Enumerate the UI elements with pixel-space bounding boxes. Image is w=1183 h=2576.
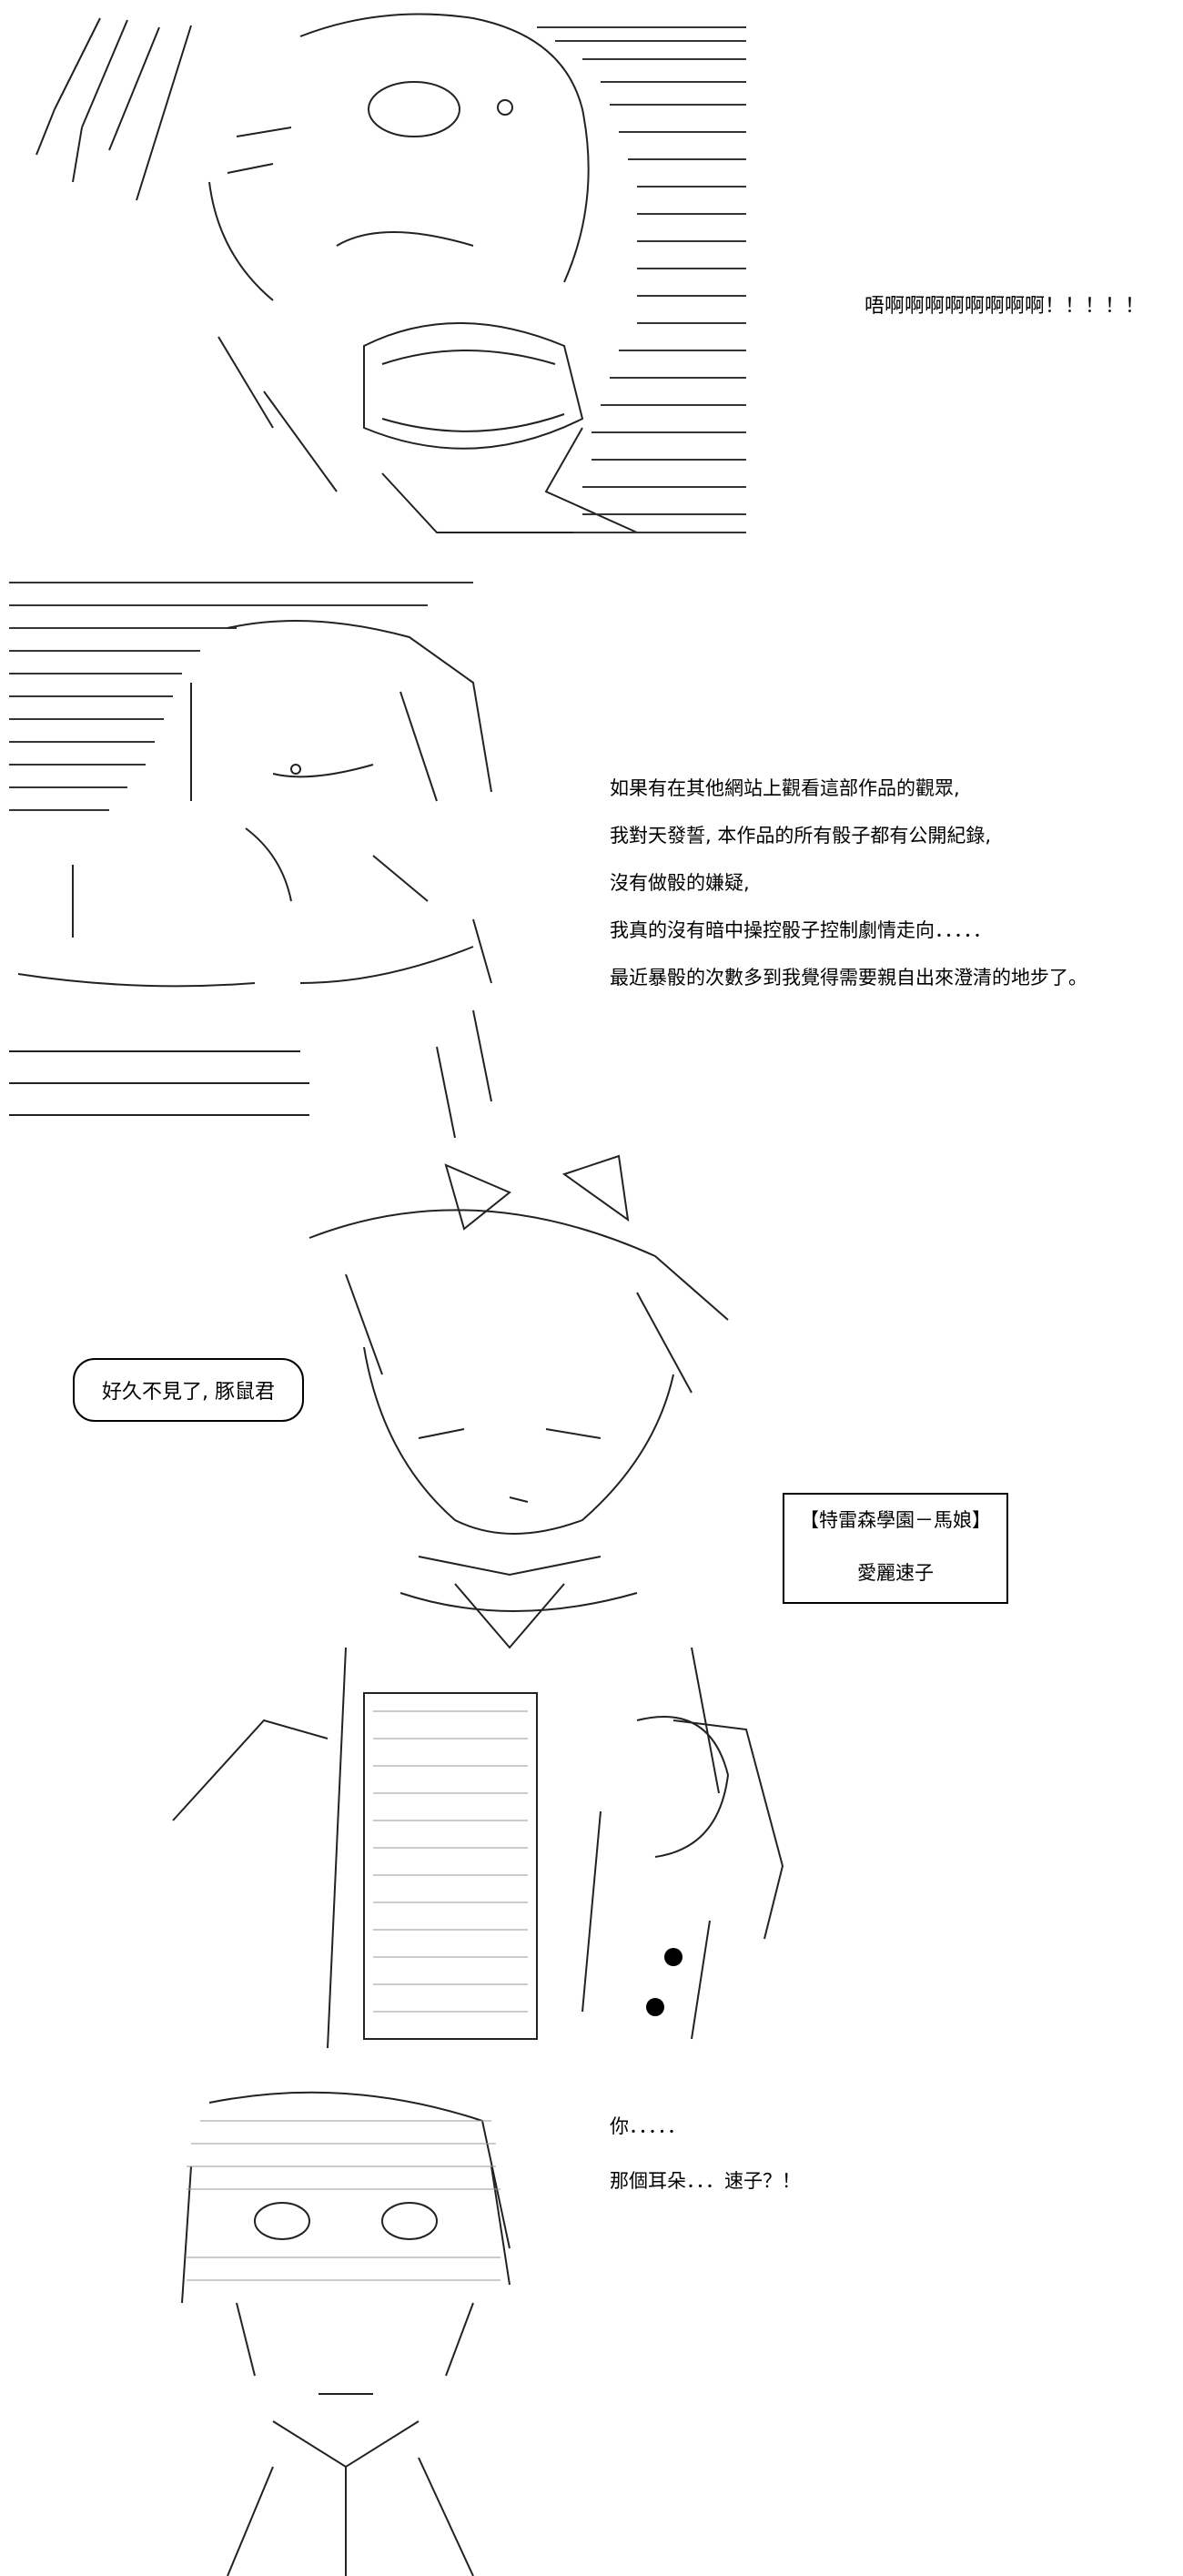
ascii-art-hair-portrait (9, 582, 492, 1138)
panel-character-intro: 好久不見了, 豚鼠君 【特雷森學園－馬娘】 愛麗速子 (0, 1138, 1183, 2066)
narration-line: 我真的沒有暗中操控骰子控制劇情走向．．．．． (610, 919, 992, 941)
narration-line: 我對天發誓, 本作品的所有骰子都有公開紀錄, (610, 825, 992, 847)
shout-text: 唔啊啊啊啊啊啊啊啊！！！！！ (864, 295, 1146, 318)
character-name-box: 【特雷森學園－馬娘】 愛麗速子 (783, 1493, 1008, 1604)
speech-bubble: 好久不見了, 豚鼠君 (73, 1358, 304, 1422)
reaction-block: 你．．．．． 那個耳朵．．．速子？！ (610, 2103, 801, 2212)
narration-block: 如果有在其他網站上觀看這部作品的觀眾, 我對天發誓, 本作品的所有骰子都有公開紀… (610, 765, 1087, 1001)
narration-line: 沒有做骰的嫌疑, (610, 872, 750, 894)
narration-line: 如果有在其他網站上觀看這部作品的觀眾, (610, 777, 960, 799)
narration-line: 最近暴骰的次數多到我覺得需要親自出來澄清的地步了。 (610, 967, 1087, 989)
ascii-art-shouting-character (35, 13, 746, 533)
ascii-art-horse-girl (172, 1154, 784, 2049)
panel-shout: 唔啊啊啊啊啊啊啊啊！！！！！ (0, 0, 1183, 555)
character-affiliation: 【特雷森學園－馬娘】 (800, 1509, 991, 1531)
panel-narration: 如果有在其他網站上觀看這部作品的觀眾, 我對天發誓, 本作品的所有骰子都有公開紀… (0, 555, 1183, 1138)
character-name: 愛麗速子 (857, 1562, 934, 1584)
panel-reaction: 你．．．．． 那個耳朵．．．速子？！ (0, 2066, 1183, 2576)
ascii-art-boy-portrait (181, 2091, 511, 2576)
reaction-line: 你．．．．． (610, 2115, 686, 2137)
reaction-line: 那個耳朵．．．速子？！ (610, 2170, 801, 2192)
